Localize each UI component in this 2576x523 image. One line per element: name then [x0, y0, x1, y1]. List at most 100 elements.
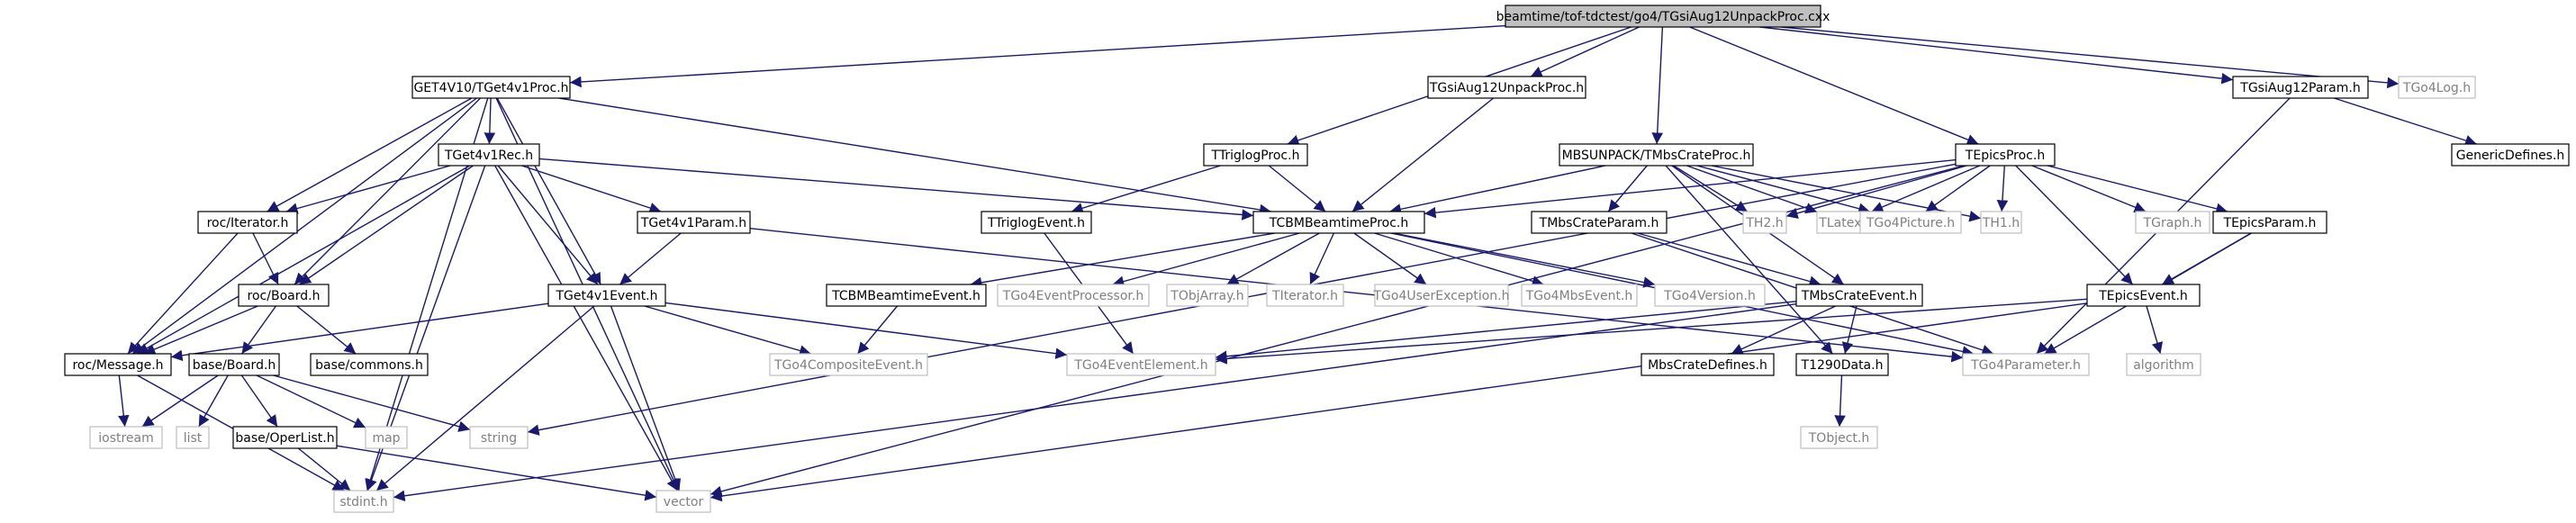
node-box	[232, 426, 338, 449]
node-base-commons[interactable]: base/commons.h	[310, 353, 429, 376]
node-label: TGo4Parameter.h	[1970, 358, 2081, 373]
node-tgo4log: TGo4Log.h	[2398, 76, 2476, 99]
edge-base_board-to-string	[273, 374, 471, 432]
edge-tcbmbeamtimeevent-to-tgo4compositeevent	[856, 305, 899, 355]
node-tget4v1event[interactable]: TGet4v1Event.h	[547, 284, 666, 307]
edge-tepicsproc-to-tepicsevent	[2015, 165, 2134, 285]
node-box	[1859, 211, 1962, 234]
edge-tepicsevent-to-algorithm	[2146, 305, 2164, 355]
edge-tget4v1event-to-tgo4eventelement	[664, 302, 1068, 359]
node-box	[2086, 284, 2201, 307]
node-tmbscrateproc[interactable]: MBSUNPACK/TMbsCrateProc.h	[1559, 143, 1754, 167]
node-roc-board[interactable]: roc/Board.h	[238, 284, 330, 307]
edge-tcbmbeamtimeproc-to-tobjarray	[1226, 232, 1320, 285]
edge-root-to-tmbscrateproc	[1651, 26, 1664, 145]
node-label: T1290Data.h	[1801, 358, 1884, 373]
node-tget4v1param[interactable]: TGet4v1Param.h	[637, 211, 751, 234]
node-box	[438, 143, 540, 167]
node-tgsiaug12unpackproc[interactable]: TGsiAug12UnpackProc.h	[1427, 76, 1586, 99]
edge-tcbmbeamtimeproc-to-tgo4version	[1393, 232, 1656, 288]
edge-root-to-tgo4log	[1780, 26, 2400, 89]
node-tgo4eventprocessor: TGo4EventProcessor.h	[997, 284, 1150, 307]
node-label: vector	[664, 495, 704, 509]
node-titerator: TIterator.h	[1266, 284, 1344, 307]
node-tcbmbeamtimeproc[interactable]: TCBMBeamtimeProc.h	[1252, 211, 1425, 234]
edge-root-to-tgsiaug12param	[1759, 26, 2234, 85]
node-box	[1962, 353, 2090, 376]
node-box	[547, 284, 666, 307]
edge-roc_message-to-iostream	[118, 374, 130, 428]
edge-tgsiaug12unpackproc-to-tcbmbeamtimeproc	[1351, 97, 1495, 212]
node-label: TGo4Picture.h	[1866, 216, 1955, 230]
edge-tmbscrateproc-to-tgo4picture	[1696, 165, 1870, 214]
node-mbscratedefines[interactable]: MbsCrateDefines.h	[1641, 353, 1775, 376]
node-t1290data[interactable]: T1290Data.h	[1795, 353, 1889, 376]
node-label: TGsiAug12UnpackProc.h	[1429, 81, 1584, 95]
edge-tepicsevent-to-tgo4eventelement	[1215, 298, 2088, 365]
node-box	[411, 76, 571, 99]
node-tgo4mbsevent: TGo4MbsEvent.h	[1521, 284, 1638, 307]
node-roc-iterator[interactable]: roc/Iterator.h	[197, 211, 298, 234]
edge-tgsiaug12param-to-genericdefines	[2334, 97, 2477, 147]
node-box	[1742, 211, 1787, 234]
node-tgo4userexception: TGo4UserException.h	[1372, 284, 1510, 307]
node-roc-message[interactable]: roc/Message.h	[64, 353, 172, 376]
node-base-board[interactable]: base/Board.h	[188, 353, 280, 376]
node-box	[1266, 284, 1344, 307]
node-tgsiaug12param[interactable]: TGsiAug12Param.h	[2232, 76, 2369, 99]
edge-tget4v1proc-to-tget4v1rec	[484, 97, 496, 145]
node-box	[1795, 284, 1923, 307]
node-label: TH1.h	[1982, 216, 2020, 230]
node-ttriglogproc[interactable]: TTriglogProc.h	[1203, 143, 1308, 167]
node-label: TCBMBeamtimeEvent.h	[831, 289, 981, 303]
edge-tepicsproc-to-tlatex	[1871, 165, 1981, 212]
node-box	[981, 211, 1092, 234]
edge-tget4v1proc-to-roc_message	[131, 97, 477, 355]
node-label: TGo4EventProcessor.h	[1002, 289, 1143, 303]
edge-tepicsproc-to-tgraph	[2031, 165, 2147, 213]
node-tepicsevent[interactable]: TEpicsEvent.h	[2086, 284, 2201, 307]
edge-tmbscrateproc-to-tlatex	[1686, 165, 1818, 214]
edge-roc_board-to-roc_message	[143, 305, 258, 355]
node-box	[89, 426, 163, 449]
edge-tcbmbeamtimeproc-to-titerator	[1309, 232, 1335, 285]
node-tepicsproc[interactable]: TEpicsProc.h	[1955, 143, 2056, 167]
node-ttriglogevent[interactable]: TTriglogEvent.h	[981, 211, 1092, 234]
edge-root-to-tget4v1proc	[569, 24, 1506, 88]
node-label: TGo4Log.h	[2402, 81, 2471, 95]
node-genericdefines[interactable]: GenericDefines.h	[2451, 143, 2570, 167]
node-tget4v1proc[interactable]: GET4V10/TGet4v1Proc.h	[411, 76, 571, 99]
edge-tget4v1rec-to-roc_board	[299, 165, 474, 285]
edge-tmbscrateevent-to-tgo4eventelement	[1215, 301, 1797, 363]
edge-tget4v1param-to-tget4v1event	[619, 232, 682, 285]
edge-tget4v1param-to-tgo4parameter	[749, 228, 1964, 363]
edge-tmbscrateevent-to-mbscratedefines	[1731, 305, 1836, 355]
node-base-operlist[interactable]: base/OperList.h	[232, 426, 338, 449]
node-tepicsparam[interactable]: TEpicsParam.h	[2212, 211, 2327, 234]
node-tmbscrateevent[interactable]: TMbsCrateEvent.h	[1795, 284, 1923, 307]
node-box	[637, 211, 751, 234]
edge-tget4v1rec-to-tget4v1param	[521, 165, 662, 214]
node-tcbmbeamtimeevent[interactable]: TCBMBeamtimeEvent.h	[826, 284, 987, 307]
edge-tepicsproc-to-tgo4picture	[1925, 165, 1991, 212]
edge-tget4v1event-to-tgo4compositeevent	[644, 305, 811, 356]
node-tgo4version: TGo4Version.h	[1654, 284, 1766, 307]
edge-tget4v1rec-to-tget4v1event	[497, 165, 599, 285]
edge-tcbmbeamtimeproc-to-tgo4mbsevent	[1374, 232, 1544, 287]
node-tmbscrateparam[interactable]: TMbsCrateParam.h	[1531, 211, 1668, 234]
node-label: TGet4v1Event.h	[555, 289, 657, 303]
node-tget4v1rec[interactable]: TGet4v1Rec.h	[438, 143, 540, 167]
edge-tmbscrateproc-to-th2	[1673, 165, 1749, 212]
edge-tepicsevent-to-vector	[710, 302, 2088, 502]
edge-tcbmbeamtimeproc-to-tgo4eventprocessor	[1112, 232, 1300, 287]
edge-tget4v1proc-to-roc_board	[294, 97, 481, 285]
node-root[interactable]: beamtime/tof-tdctest/go4/TGsiAug12Unpack…	[1496, 5, 1830, 28]
node-box	[365, 426, 408, 449]
edge-ttriglogproc-to-tcbmbeamtimeproc	[1268, 165, 1326, 212]
node-label: TGo4EventElement.h	[1073, 358, 1207, 373]
edge-root-to-tepicsproc	[1689, 26, 1979, 146]
node-box	[2212, 211, 2327, 234]
node-string: string	[469, 426, 529, 449]
node-label: TMbsCrateParam.h	[1539, 216, 1659, 230]
node-label: TIterator.h	[1271, 289, 1338, 303]
